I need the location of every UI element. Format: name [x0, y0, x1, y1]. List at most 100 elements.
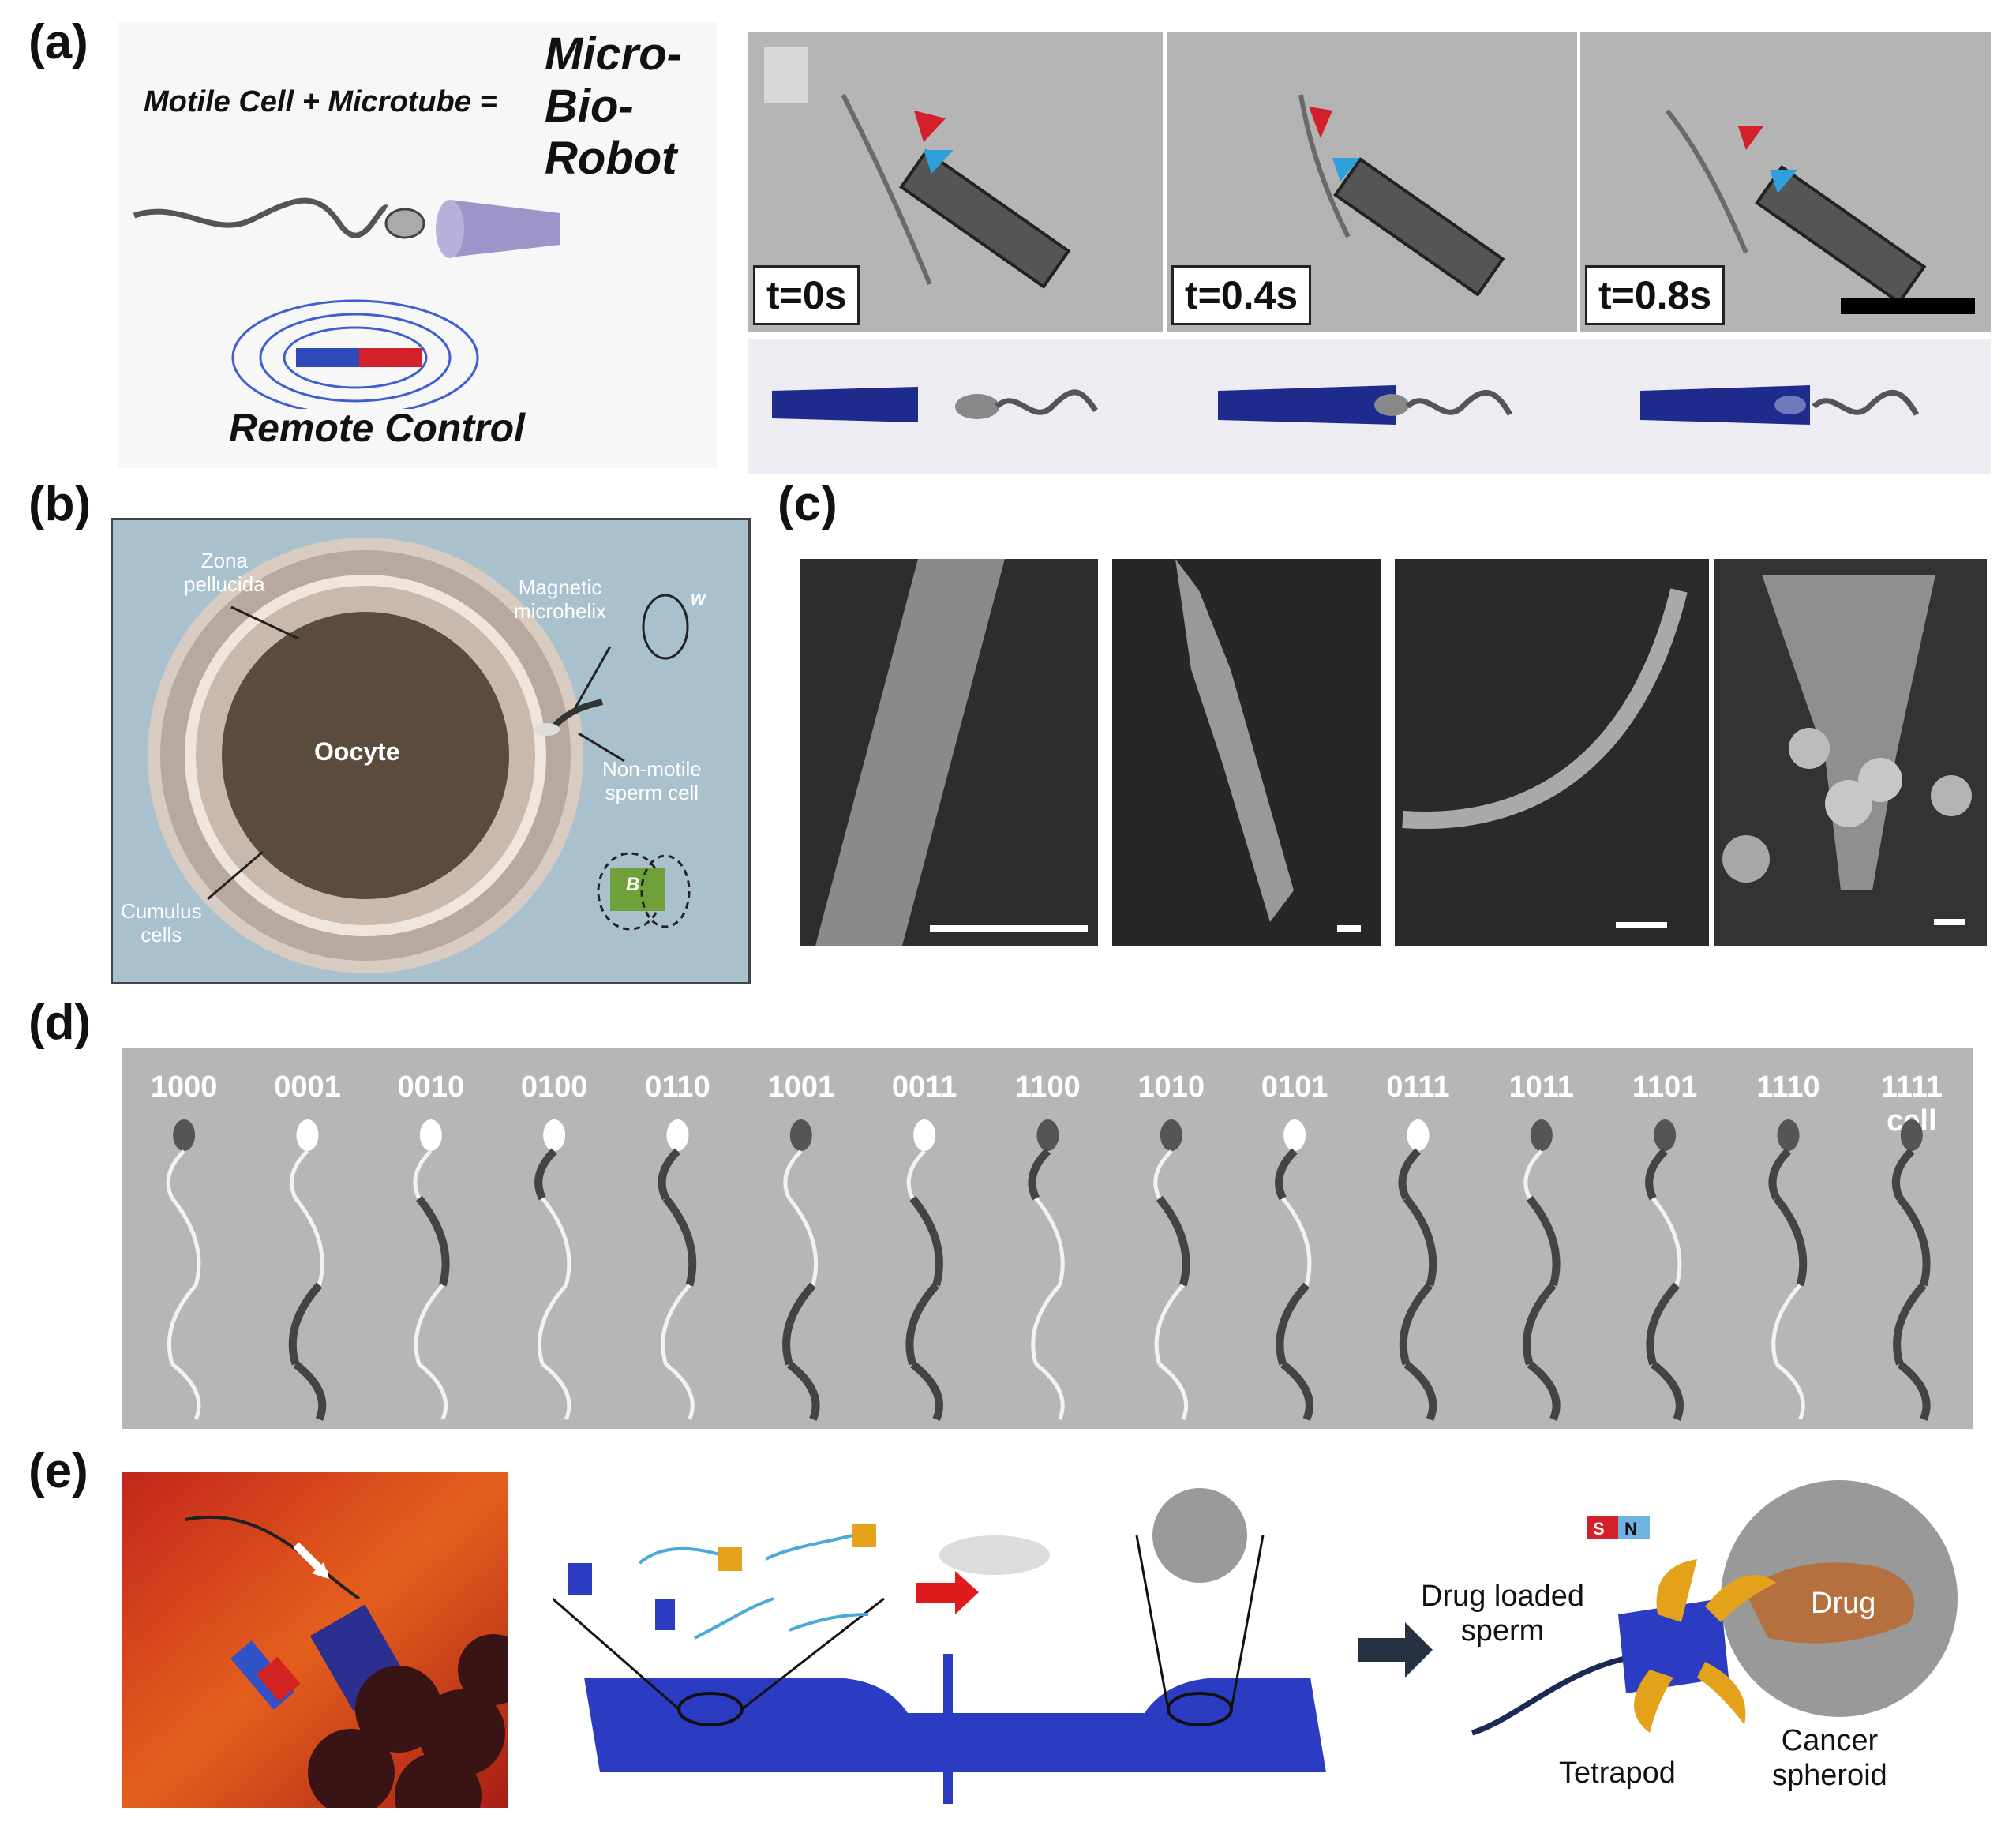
- panel-label-d: (d): [28, 995, 92, 1050]
- panel-label-a: (a): [28, 15, 88, 69]
- sperm-segment-11-3: [1527, 1361, 1561, 1421]
- red-arrow-icon: [916, 1571, 979, 1614]
- non-motile-line1: Non-motile: [602, 757, 702, 781]
- scale-bar: [1616, 922, 1667, 928]
- cancer-spheroid-label: Cancer spheroid: [1772, 1723, 1887, 1793]
- sem-image-1: [800, 559, 1098, 946]
- sperm-segment-1-1: [294, 1197, 324, 1286]
- panel-label-c: (c): [778, 477, 838, 531]
- microtube: [450, 200, 560, 257]
- sperm-segment-3-2: [537, 1284, 568, 1365]
- sperm-segment-3-0: [534, 1148, 557, 1201]
- scale-bar: [1841, 298, 1975, 314]
- sperm-segment-14-2: [1893, 1282, 1927, 1366]
- micro-bio-robot-text: Micro- Bio- Robot: [545, 28, 682, 185]
- red-arrow-icon: [914, 111, 946, 142]
- cell-cluster: [308, 1634, 508, 1808]
- sperm-segment-14-3: [1897, 1361, 1931, 1421]
- drug-loaded-sperm-icons: [568, 1524, 876, 1640]
- sperm-segment-1-2: [288, 1282, 323, 1366]
- sperm-segment-10-3: [1403, 1361, 1437, 1421]
- sperm-segment-1-0: [290, 1149, 309, 1200]
- binary-code-4: 0110: [645, 1070, 710, 1104]
- sperm-head-10: [1407, 1119, 1430, 1151]
- sperm-head-0: [173, 1119, 196, 1151]
- panel-e-microfluidic: [553, 1488, 1326, 1804]
- blue-arrow-icon: [924, 150, 954, 174]
- sperm-head-4: [666, 1119, 689, 1151]
- sperm-head-1: [296, 1119, 319, 1151]
- frame-t08: t=0.8s: [1580, 32, 1991, 332]
- red-arrow-icon: [1738, 126, 1763, 150]
- sperm-segment-4-3: [664, 1363, 695, 1420]
- sperm-segment-12-1: [1651, 1197, 1682, 1286]
- red-arrow-icon: [1309, 107, 1332, 138]
- sperm-segment-13-1: [1773, 1195, 1808, 1287]
- magnet-n-label: N: [1624, 1519, 1637, 1539]
- sperm-segment-5-1: [787, 1197, 819, 1286]
- sperm-segment-7-1: [1034, 1197, 1065, 1286]
- result-line-1: Micro-: [545, 28, 682, 80]
- microhelix-label: Magnetic microhelix: [514, 575, 606, 623]
- sperm-segment-2-2: [414, 1284, 444, 1365]
- b-field-symbol: B: [626, 874, 640, 895]
- binary-code-11: 1011: [1508, 1070, 1575, 1104]
- sperm-segment-5-0: [783, 1149, 803, 1200]
- sperm-segment-0-2: [167, 1284, 198, 1365]
- sperm-segment-9-1: [1281, 1197, 1312, 1286]
- sperm-segment-11-2: [1523, 1282, 1557, 1366]
- sperm-segment-4-1: [662, 1195, 697, 1287]
- sperm-segment-5-2: [782, 1282, 816, 1366]
- scale-bar: [930, 925, 1088, 932]
- sperm-segment-8-2: [1154, 1284, 1185, 1365]
- magnet-s-label: S: [1593, 1519, 1605, 1539]
- oocyte-label: Oocyte: [314, 737, 400, 766]
- dark-arrow-icon: [1358, 1622, 1433, 1678]
- drug-label: Drug: [1811, 1587, 1876, 1620]
- scale-bar: [1934, 919, 1965, 925]
- sperm-segment-7-0: [1028, 1148, 1051, 1201]
- drug-loaded-sperm-label: Drug loaded sperm: [1421, 1579, 1584, 1648]
- result-line-3: Robot: [545, 133, 677, 184]
- zona-line2: pellucida: [184, 572, 265, 596]
- drug-loaded-line1: Drug loaded: [1421, 1580, 1585, 1613]
- sperm-segment-2-0: [413, 1149, 433, 1200]
- sperm-segment-6-1: [909, 1195, 943, 1287]
- sperm-head-5: [789, 1119, 812, 1151]
- non-motile-line2: sperm cell: [605, 781, 699, 804]
- sperm-segment-8-0: [1153, 1149, 1173, 1200]
- non-motile-label: Non-motile sperm cell: [602, 757, 702, 804]
- sem-image-4: [1714, 559, 1987, 946]
- sperm-segment-9-2: [1276, 1282, 1310, 1366]
- cancer-line1: Cancer: [1781, 1724, 1879, 1757]
- sem-image-2: [1112, 559, 1381, 946]
- sperm-microtube-magnet-diagram: [133, 197, 560, 409]
- tetrapod-arms: [1634, 1559, 1776, 1733]
- coil-icon: [597, 852, 691, 931]
- step-1: [772, 387, 1098, 422]
- zona-label: Zona pellucida: [184, 549, 265, 596]
- result-line-2: Bio-: [545, 81, 634, 132]
- sperm-segment-13-0: [1768, 1148, 1792, 1201]
- binary-code-5: 1001: [767, 1070, 835, 1104]
- sperm-segment-2-1: [415, 1195, 450, 1287]
- sperm-segment-4-2: [661, 1284, 691, 1365]
- binary-code-10: 0111: [1386, 1070, 1450, 1104]
- panel-a-schematic: Motile Cell + Microtube = Micro- Bio- Ro…: [118, 22, 718, 468]
- sperm-head-2: [419, 1119, 442, 1151]
- time-label-1: t=0.4s: [1171, 265, 1312, 325]
- time-label-2: t=0.8s: [1585, 265, 1726, 325]
- sperm-segment-14-0: [1891, 1148, 1915, 1201]
- cumulus-label: Cumulus cells: [121, 899, 202, 947]
- microhelix-line1: Magnetic: [518, 575, 602, 599]
- panel-e-tetrapod: [1471, 1480, 1958, 1736]
- binary-code-7: 1100: [1015, 1070, 1081, 1104]
- sperm-segment-8-3: [1158, 1363, 1188, 1420]
- magnet-n: [1618, 1516, 1650, 1539]
- sperm-segment-13-2: [1771, 1284, 1802, 1365]
- sperm-head-6: [913, 1119, 936, 1151]
- rotating-field-icon: [642, 594, 689, 660]
- cumulus-line2: cells: [141, 923, 182, 947]
- sperm-segment-9-0: [1275, 1148, 1298, 1201]
- sperm-segment-7-2: [1031, 1284, 1062, 1365]
